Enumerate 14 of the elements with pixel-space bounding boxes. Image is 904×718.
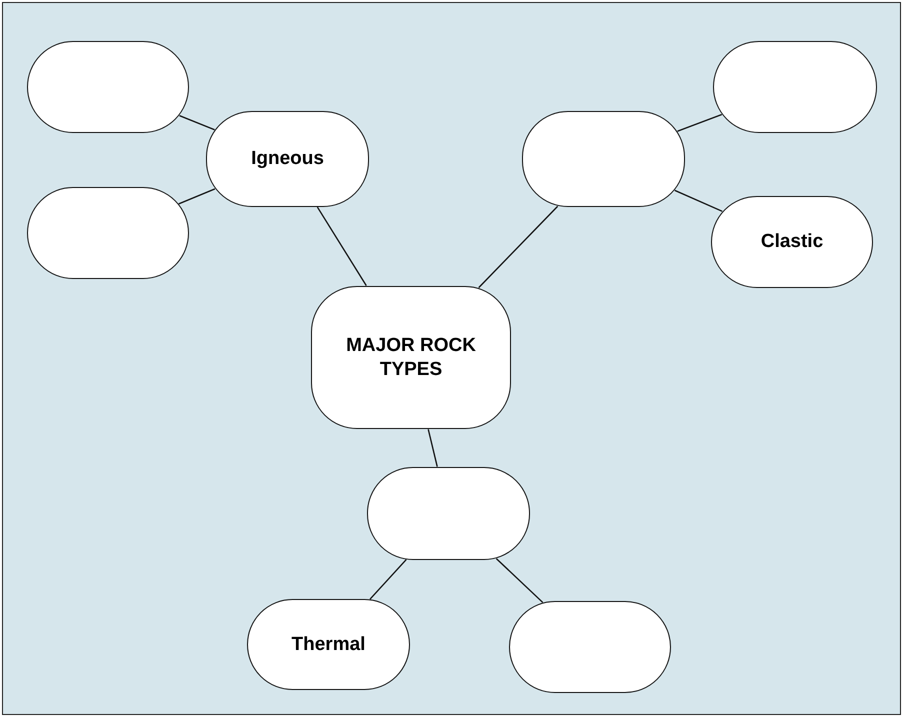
connector-line	[178, 188, 216, 204]
concept-label: Thermal	[292, 632, 366, 656]
concept-bubble	[311, 286, 511, 429]
concept-label: Clastic	[760, 230, 824, 254]
connector-line	[674, 190, 723, 212]
concept-label: MAJOR ROCK TYPES	[345, 334, 477, 382]
connector-line	[478, 206, 558, 288]
connector-line	[496, 558, 544, 603]
connector-line	[428, 429, 438, 467]
connector-line	[179, 115, 215, 130]
connector-line	[316, 206, 367, 286]
connector-line	[677, 114, 722, 132]
connector-line	[370, 559, 407, 600]
concept-label: Igneous	[251, 147, 324, 171]
